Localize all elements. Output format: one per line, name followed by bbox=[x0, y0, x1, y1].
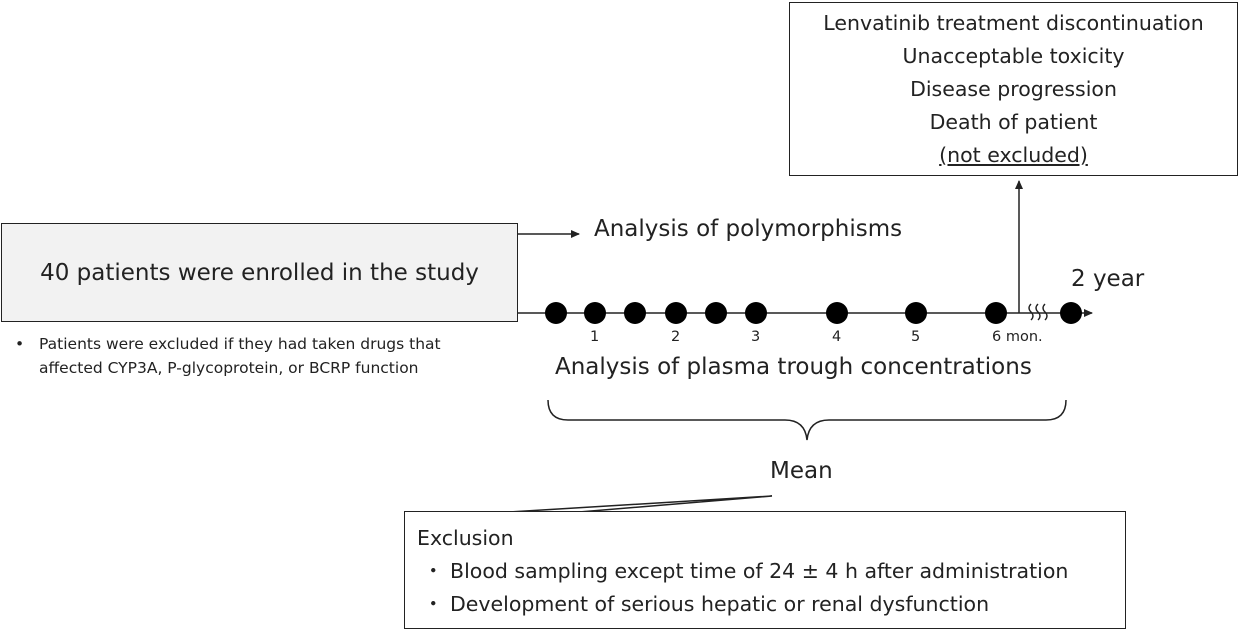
sampling-point bbox=[826, 302, 848, 324]
month-label: 4 bbox=[832, 329, 842, 345]
month-label: 6 mon. bbox=[992, 329, 1043, 345]
sampling-point bbox=[705, 302, 727, 324]
discontinuation-title: Lenvatinib treatment discontinuation bbox=[823, 10, 1204, 35]
plasma-label: Analysis of plasma trough concentrations bbox=[555, 354, 1032, 380]
sampling-point bbox=[985, 302, 1007, 324]
sampling-point bbox=[624, 302, 646, 324]
bullet-icon: • bbox=[15, 335, 25, 353]
exclusion-note: • Patients were excluded if they had tak… bbox=[15, 332, 441, 380]
exclusion-box: Exclusion ・ Blood sampling except time o… bbox=[404, 511, 1126, 629]
curly-brace bbox=[547, 399, 1067, 441]
polymorphism-label: Analysis of polymorphisms bbox=[594, 216, 903, 242]
discontinuation-reason: Unacceptable toxicity bbox=[902, 43, 1125, 68]
exclusion-note-line-2: affected CYP3A, P-glycoprotein, or BCRP … bbox=[39, 359, 419, 377]
exclusion-item: ・ Development of serious hepatic or rena… bbox=[423, 592, 990, 616]
enrollment-label: 40 patients were enrolled in the study bbox=[40, 259, 479, 286]
timeline-end-label: 2 year bbox=[1071, 266, 1145, 292]
sampling-point bbox=[665, 302, 687, 324]
sampling-point bbox=[545, 302, 567, 324]
callout-pointer bbox=[508, 495, 773, 513]
sampling-point bbox=[1060, 302, 1082, 324]
mean-label: Mean bbox=[770, 458, 833, 484]
exclusion-item: ・ Blood sampling except time of 24 ± 4 h… bbox=[423, 559, 1069, 583]
month-label: 3 bbox=[751, 329, 761, 345]
month-label: 1 bbox=[590, 329, 600, 345]
enrollment-box: 40 patients were enrolled in the study bbox=[1, 223, 518, 322]
month-label: 5 bbox=[911, 329, 921, 345]
exclusion-title: Exclusion bbox=[417, 526, 514, 550]
sampling-dots bbox=[545, 302, 1082, 324]
timeline-break-marks bbox=[1028, 303, 1048, 321]
discontinuation-reason: Disease progression bbox=[910, 76, 1117, 101]
month-label: 2 bbox=[671, 329, 681, 345]
sampling-point bbox=[745, 302, 767, 324]
exclusion-note-line-1: Patients were excluded if they had taken… bbox=[39, 335, 441, 353]
sampling-point bbox=[584, 302, 606, 324]
discontinuation-reason: Death of patient bbox=[929, 109, 1098, 134]
discontinuation-note: (not excluded) bbox=[939, 142, 1088, 167]
sampling-point bbox=[905, 302, 927, 324]
discontinuation-box: Lenvatinib treatment discontinuation Una… bbox=[789, 2, 1238, 176]
